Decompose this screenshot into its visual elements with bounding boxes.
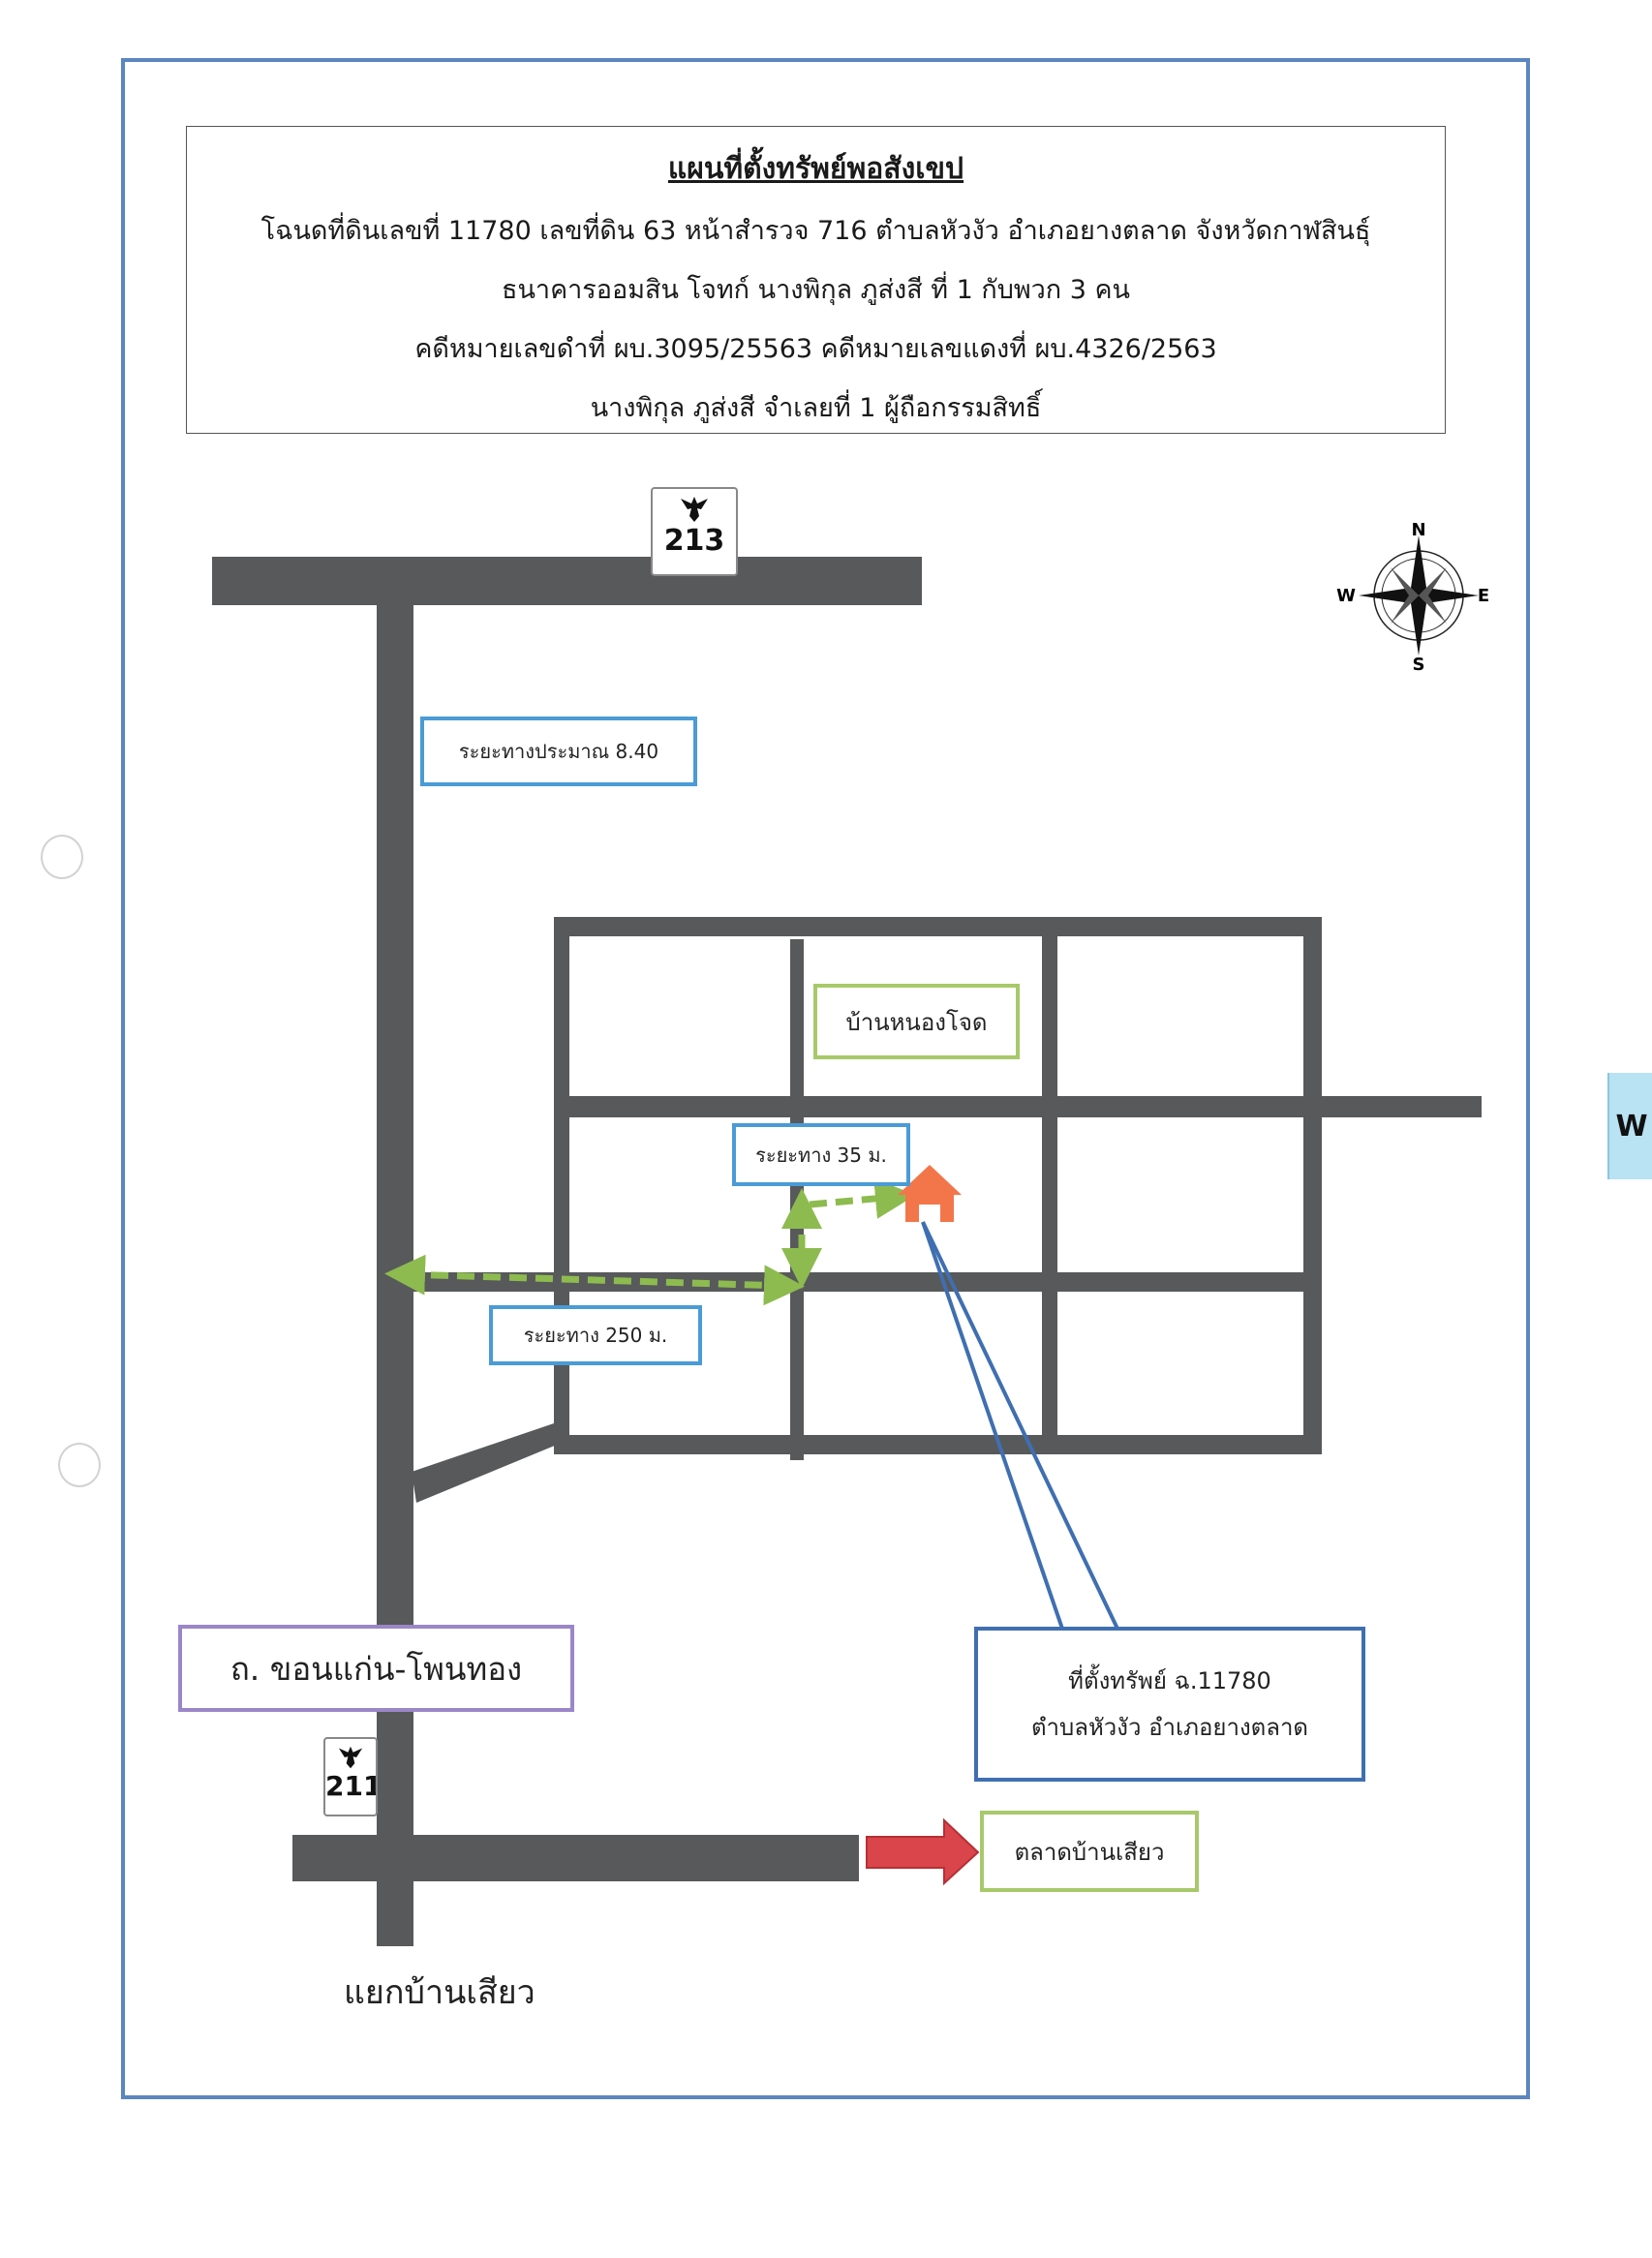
- junction-label: แยกบ้านเสียว: [344, 1973, 535, 2012]
- highway-213-road: [212, 557, 922, 605]
- asset-location-line-1: ที่ตั้งทรัพย์ ฉ.11780: [1068, 1667, 1271, 1694]
- village-road-bottom: [554, 1435, 1322, 1454]
- compass-north-label: N: [1411, 520, 1425, 540]
- garuda-emblem-icon: [338, 1746, 363, 1769]
- route-arrow-35m: [809, 1177, 916, 1219]
- village-road-left: [554, 917, 569, 1454]
- village-road-center: [790, 939, 804, 1460]
- village-road-right: [1303, 917, 1322, 1454]
- pointer-lines: [921, 1221, 1119, 1630]
- header-box: แผนที่ตั้งทรัพย์พอสังเขป โฉนดที่ดินเลขที…: [186, 126, 1446, 434]
- page-border: [121, 58, 1530, 2099]
- side-tab: W: [1607, 1073, 1652, 1179]
- house-icon: [898, 1165, 962, 1222]
- route-arrow-250m: [384, 1254, 805, 1306]
- distance-label-35m: ระยะทาง 35 ม.: [732, 1123, 910, 1186]
- header-line-parties: ธนาคารออมสิน โจทก์ นางพิกุล ภูส่งสี ที่ …: [501, 275, 1130, 305]
- village-road-top: [554, 917, 1322, 936]
- compass-east-label: E: [1478, 586, 1489, 606]
- route-arrows: [384, 1177, 916, 1306]
- market-label: ตลาดบ้านเสียว: [980, 1811, 1199, 1892]
- distance-label-main: ระยะทางประมาณ 8.40: [420, 717, 697, 786]
- road-name-label: ถ. ขอนแก่น-โพนทอง: [178, 1625, 574, 1712]
- compass-rose-icon: N S W E: [1336, 520, 1489, 673]
- highway-shield-213: 213: [651, 487, 738, 576]
- header-line-owner: นางพิกุล ภูส่งสี จำเลยที่ 1 ผู้ถือกรรมสิ…: [590, 393, 1042, 423]
- connector-road: [412, 1423, 562, 1503]
- header-line-case-numbers: คดีหมายเลขดำที่ ผบ.3095/25563 คดีหมายเลข…: [414, 334, 1217, 364]
- village-road-middle: [554, 1096, 1482, 1117]
- distance-label-250m: ระยะทาง 250 ม.: [489, 1305, 702, 1365]
- highway-number-213: 213: [663, 524, 725, 558]
- punch-hole-bottom: [58, 1443, 101, 1487]
- compass-west-label: W: [1336, 586, 1356, 606]
- garuda-emblem-icon: [681, 497, 708, 522]
- right-arrow-icon: [866, 1817, 980, 1886]
- village-road-right-center: [1042, 917, 1057, 1454]
- asset-location-line-2: ตำบลหัวงัว อำเภอยางตลาด: [1030, 1714, 1309, 1741]
- highway-shield-211: 211: [323, 1737, 378, 1816]
- village-label: บ้านหนองโจด: [813, 984, 1020, 1059]
- punch-hole-top: [41, 835, 83, 879]
- compass-south-label: S: [1413, 655, 1425, 673]
- highway-211-road: [292, 1835, 859, 1881]
- highway-number-211: 211: [325, 1770, 378, 1802]
- map-title: แผนที่ตั้งทรัพย์พอสังเขป: [667, 152, 964, 186]
- header-line-deed: โฉนดที่ดินเลขที่ 11780 เลขที่ดิน 63 หน้า…: [260, 216, 1371, 246]
- asset-location-label: ที่ตั้งทรัพย์ ฉ.11780 ตำบลหัวงัว อำเภอยา…: [974, 1627, 1365, 1782]
